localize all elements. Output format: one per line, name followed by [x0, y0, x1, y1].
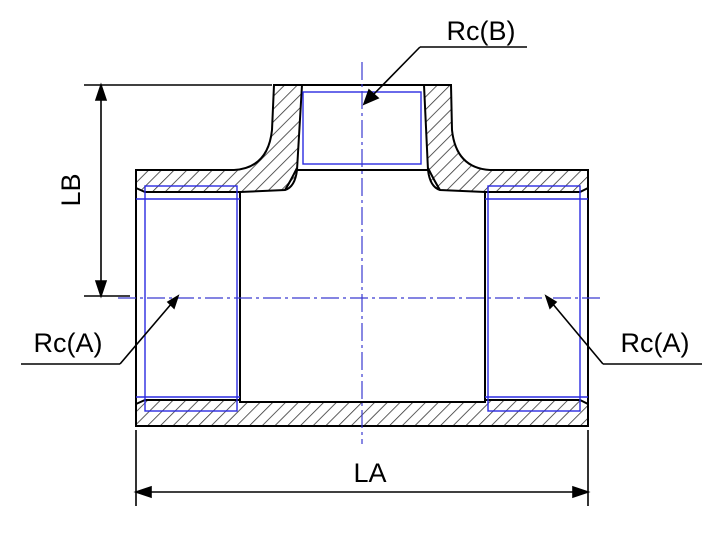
leader-rc-a-left: [21, 294, 180, 365]
rc-a-left-label: Rc(A): [34, 328, 103, 358]
leader-rc-b: [362, 46, 527, 106]
rc-a-right-label: Rc(A): [621, 328, 690, 358]
dimension-la: [133, 430, 591, 506]
centerlines: [118, 62, 604, 444]
section-hatching: [135, 84, 589, 427]
leader-rc-a-right: [544, 294, 702, 365]
wall-top-right: [422, 84, 589, 193]
dimension-lb: [84, 82, 272, 299]
rc-b-label: Rc(B): [447, 16, 516, 46]
la-label: LA: [353, 458, 386, 488]
lb-label: LB: [56, 173, 86, 206]
wall-top-left: [135, 84, 304, 193]
